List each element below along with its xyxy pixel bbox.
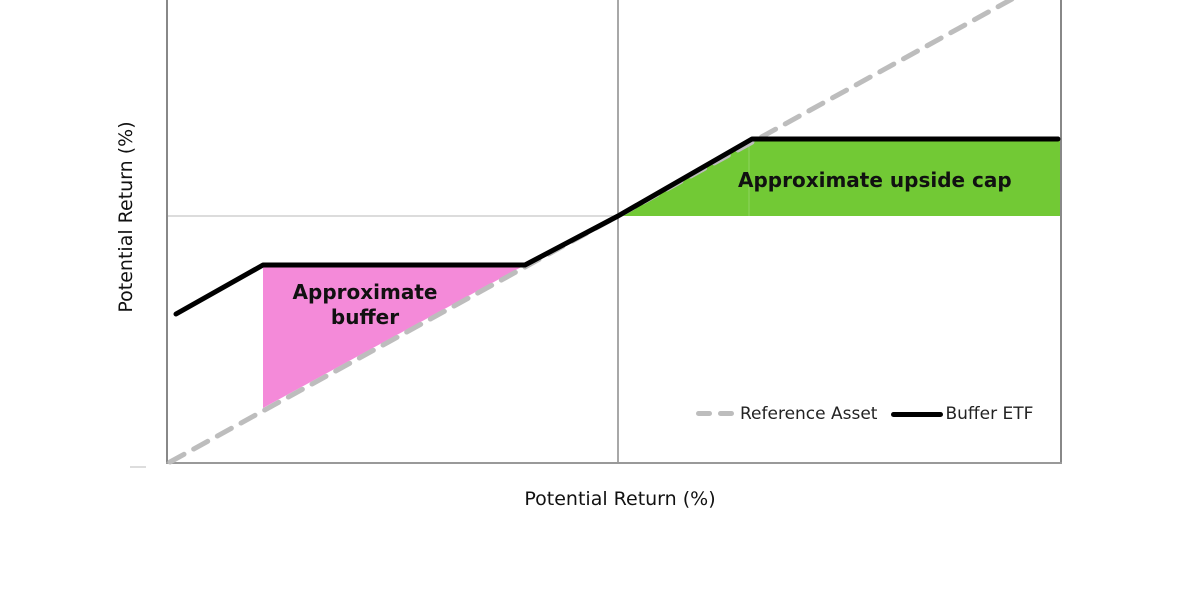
buffer-annotation-line2: buffer: [330, 305, 400, 329]
legend-item-reference: Reference Asset: [696, 404, 877, 424]
legend: Reference Asset Buffer ETF: [696, 404, 1033, 424]
legend-label-reference: Reference Asset: [740, 404, 878, 424]
buffer-annotation-line1: Approximate: [292, 280, 438, 304]
x-axis-label: Potential Return (%): [524, 488, 716, 510]
upside-cap-region: [618, 139, 1061, 216]
buffer-annotation: Approximate buffer: [280, 280, 450, 330]
solid-line-swatch-icon: [891, 411, 944, 417]
upside-cap-annotation: Approximate upside cap: [738, 168, 1012, 192]
legend-label-etf: Buffer ETF: [945, 404, 1034, 424]
buffer-etf-line: [173, 136, 1061, 317]
legend-item-etf: Buffer ETF: [877, 404, 1033, 424]
y-axis-label: Potential Return (%): [115, 121, 137, 313]
dashed-line-swatch-icon: [696, 411, 736, 417]
